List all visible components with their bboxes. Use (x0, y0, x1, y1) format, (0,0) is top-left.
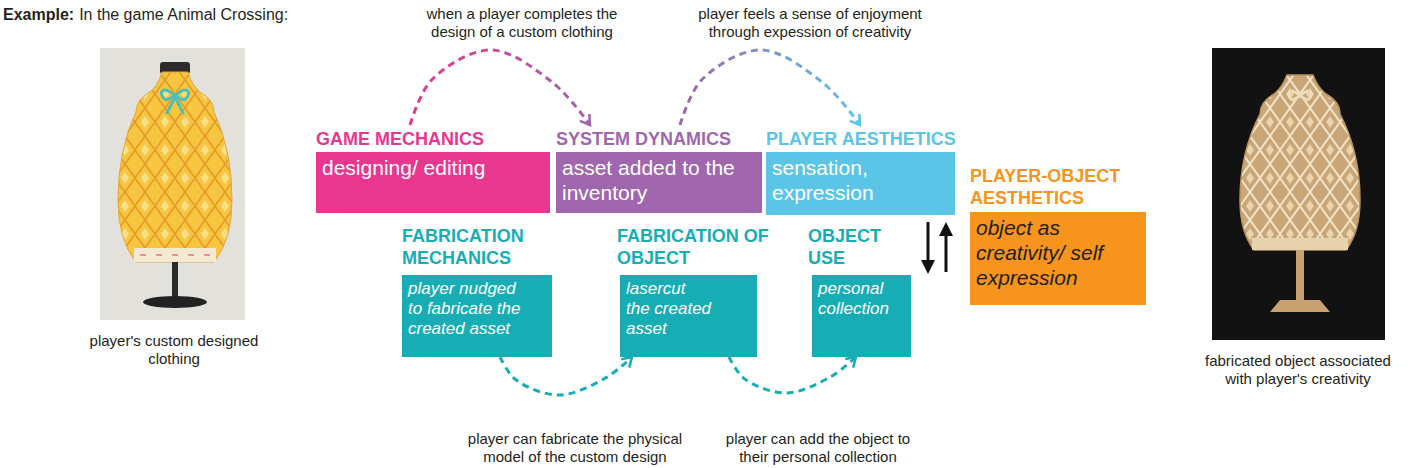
image-caption: fabricated object associated with player… (1196, 352, 1401, 388)
stand-base (143, 296, 207, 308)
box-text: player nudged to fabricate the created a… (402, 275, 536, 343)
transition-label: player can add the object to their perso… (721, 430, 916, 466)
dashed-arc-arrow (410, 50, 590, 125)
box-heading: PLAYER AESTHETICS (766, 128, 956, 150)
transition-label: player can fabricate the physical model … (455, 430, 695, 466)
labeled-box: GAME MECHANICSdesigning/ editing (316, 125, 550, 213)
process-box: sensation, expression (766, 152, 955, 215)
example-heading: Example: (3, 6, 74, 24)
box-heading: FABRICATION OF OBJECT (617, 225, 782, 269)
hem-marks (140, 254, 210, 256)
labeled-box: FABRICATION MECHANICS player nudged to fa… (402, 222, 552, 357)
labeled-box: PLAYER-OBJECT AESTHETICSobject as creati… (970, 162, 1155, 305)
process-box: asset added to the inventory (556, 152, 762, 213)
dress-bow (161, 90, 188, 113)
feedback-arrows (921, 222, 953, 274)
wooden-pole (1296, 250, 1304, 300)
box-heading: GAME MECHANICS (316, 128, 550, 150)
wooden-dress (1240, 75, 1360, 250)
dashed-arc-arrow (680, 50, 860, 125)
wooden-hem (1252, 238, 1348, 250)
process-box: object as creativity/ self expression (970, 212, 1146, 305)
box-heading: FABRICATION MECHANICS (402, 225, 552, 269)
fabricated-object-photo (1212, 48, 1385, 340)
transition-label: player feels a sense of enjoyment throug… (679, 5, 941, 41)
custom-clothing-picture (100, 48, 245, 320)
box-heading: PLAYER-OBJECT AESTHETICS (970, 165, 1155, 209)
dashed-arc-arrow (729, 357, 856, 393)
box-heading: SYSTEM DYNAMICS (556, 128, 762, 150)
photo-ground (100, 48, 245, 320)
box-text: object as creativity/ self expression (970, 212, 1142, 294)
example-heading: In the game Animal Crossing: (79, 6, 288, 24)
labeled-box: OBJECT USE personal collection (808, 222, 911, 357)
process-box: lasercut the created asset (620, 275, 757, 357)
wooden-base (1270, 300, 1330, 312)
box-heading: OBJECT USE (808, 225, 908, 269)
box-text: asset added to the inventory (556, 152, 746, 210)
dress-hem (134, 248, 216, 262)
box-text: lasercut the created asset (620, 275, 719, 343)
box-text: sensation, expression (766, 152, 953, 210)
stand-pole (172, 262, 178, 300)
process-box: player nudged to fabricate the created a… (402, 275, 552, 357)
wooden-bow (1288, 91, 1311, 100)
box-text: designing/ editing (316, 152, 548, 185)
photo-ground (1212, 48, 1385, 340)
box-text: personal collection (812, 275, 909, 323)
labeled-box: SYSTEM DYNAMICSasset added to the invent… (556, 125, 762, 213)
image-caption: player's custom designed clothing (87, 332, 262, 368)
down-arrow-head (921, 260, 935, 274)
up-arrow-shaft (945, 234, 948, 272)
up-arrow-head (939, 222, 953, 236)
process-box: personal collection (812, 275, 911, 357)
down-arrow-shaft (927, 222, 930, 262)
dress-body (118, 72, 232, 262)
transition-label: when a player completes the design of a … (405, 5, 640, 41)
process-box: designing/ editing (316, 152, 550, 213)
dashed-arc-arrow (500, 357, 632, 395)
labeled-box: FABRICATION OF OBJECT lasercut the create… (617, 222, 782, 357)
labeled-box: PLAYER AESTHETICSsensation, expression (766, 125, 956, 215)
